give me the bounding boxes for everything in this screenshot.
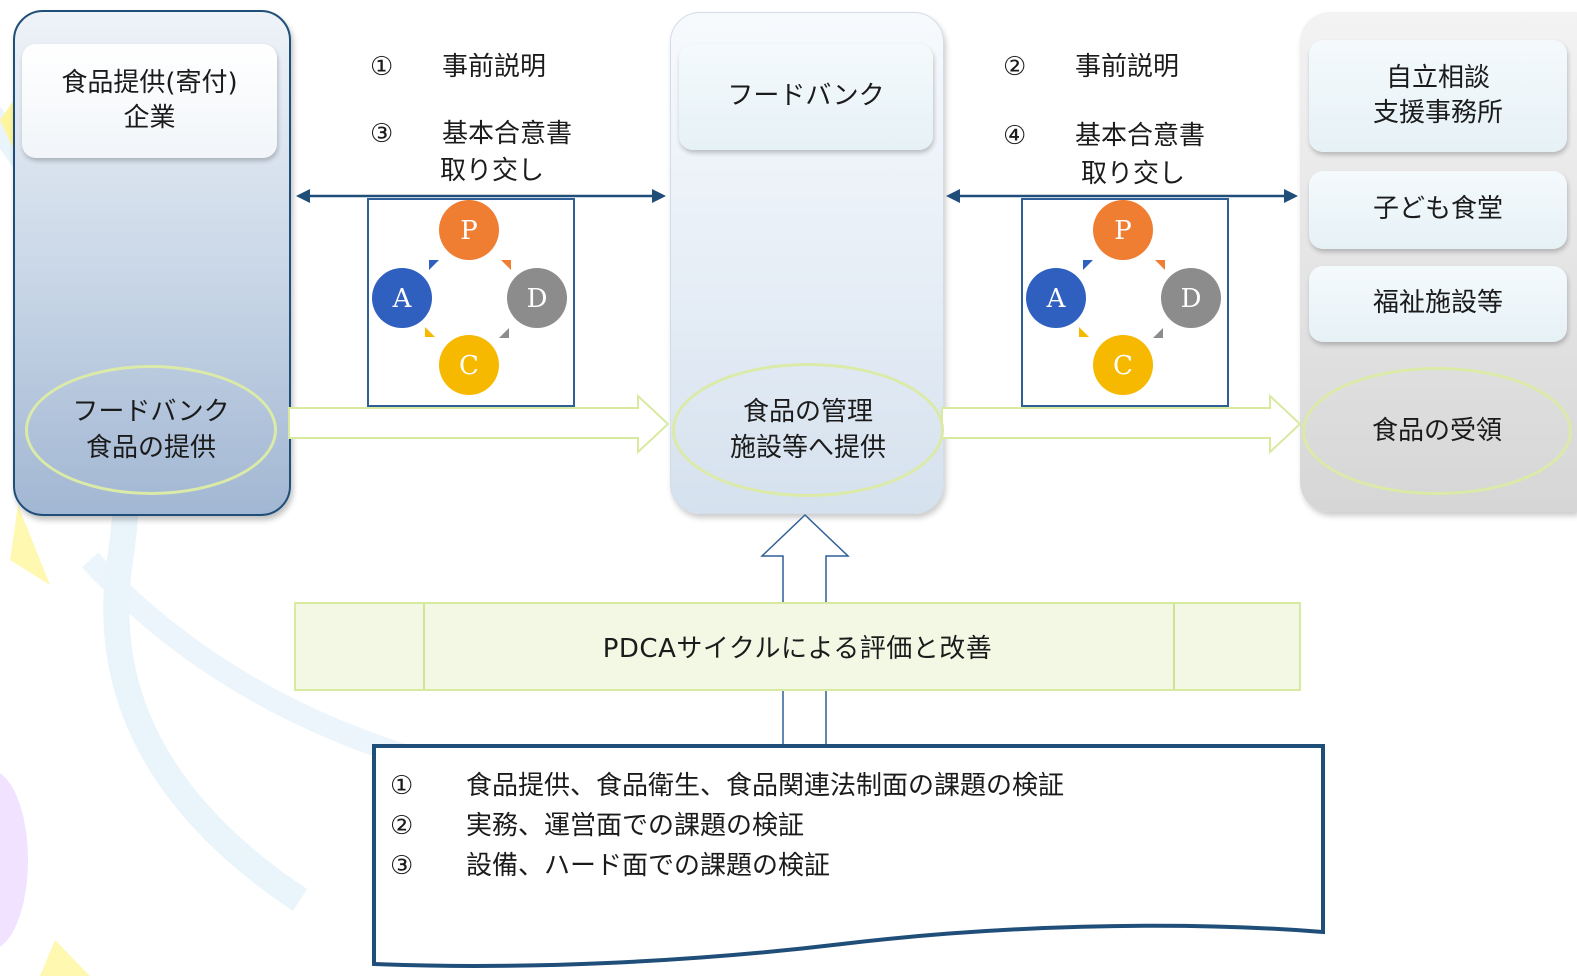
step-4-sublabel: 取り交し [1081,159,1186,189]
pdca-c-circle [439,335,499,395]
document-shape [372,744,1325,968]
step-1-label: ① 事前説明 [370,46,546,83]
step-text: 事前説明 [442,52,547,82]
pdca-c-letter: C [459,351,479,381]
pdca-a-letter: A [392,284,413,314]
step-number: ② [1003,52,1027,82]
pdca-c-letter: C [1113,351,1133,381]
step-3-sublabel: 取り交し [440,156,545,186]
verification-item: ② 実務、運営面での課題の検証 [390,806,1064,846]
self-reliance-support-office-card: 自立相談 支援事務所 [1309,40,1567,152]
pdca-evaluation-band: PDCAサイクルによる評価と改善 [294,602,1301,691]
pdca-p-letter: P [460,216,478,246]
pdca-a-circle [372,268,432,328]
food-receipt-oval: 食品の受領 [1302,367,1572,495]
step-text: 基本合意書 [1075,121,1206,151]
step-number: ③ [370,119,394,149]
band-label: PDCAサイクルによる評価と改善 [602,634,993,664]
step-2-label: ② 事前説明 [1003,46,1179,83]
pdca-cycle-image-right: P D C A [1021,198,1229,407]
pdca-p-letter: P [1114,216,1132,246]
step-text: 基本合意書 [442,119,573,149]
pdca-cycle-image-left: P D C A [367,198,575,407]
item-text: 実務、運営面での課題の検証 [466,811,805,841]
pdca-p-circle [1093,200,1153,260]
step-number: ④ [1003,121,1027,151]
food-management-oval: 食品の管理 施設等へ提供 [672,363,944,497]
item-number: ③ [390,851,414,881]
pdca-d-circle [1161,268,1221,328]
food-bank-card: フードバンク [679,44,933,150]
band-divider [423,604,425,689]
step-number: ① [370,52,394,82]
band-divider [1173,604,1175,689]
pdca-d-letter: D [527,284,548,314]
verification-item: ① 食品提供、食品衛生、食品関連法制面の課題の検証 [390,766,1064,806]
pdca-c-circle [1093,335,1153,395]
welfare-facilities-card: 福祉施設等 [1309,266,1567,342]
pdca-a-letter: A [1046,284,1067,314]
step-3-label: ③ 基本合意書 [370,113,572,150]
pdca-d-letter: D [1181,284,1202,314]
donor-company-card: 食品提供(寄付) 企業 [22,44,277,158]
pdca-a-circle [1026,268,1086,328]
item-text: 食品提供、食品衛生、食品関連法制面の課題の検証 [466,771,1065,801]
food-provision-oval: フードバンク 食品の提供 [25,365,277,495]
step-4-label: ④ 基本合意書 [1003,115,1205,152]
item-number: ② [390,811,414,841]
pdca-p-circle [439,200,499,260]
verification-item: ③ 設備、ハード面での課題の検証 [390,846,1064,886]
step-text: 事前説明 [1075,52,1180,82]
item-text: 設備、ハード面での課題の検証 [466,851,831,881]
pdca-d-circle [507,268,567,328]
children-cafeteria-card: 子ども食堂 [1309,171,1567,249]
item-number: ① [390,771,414,801]
